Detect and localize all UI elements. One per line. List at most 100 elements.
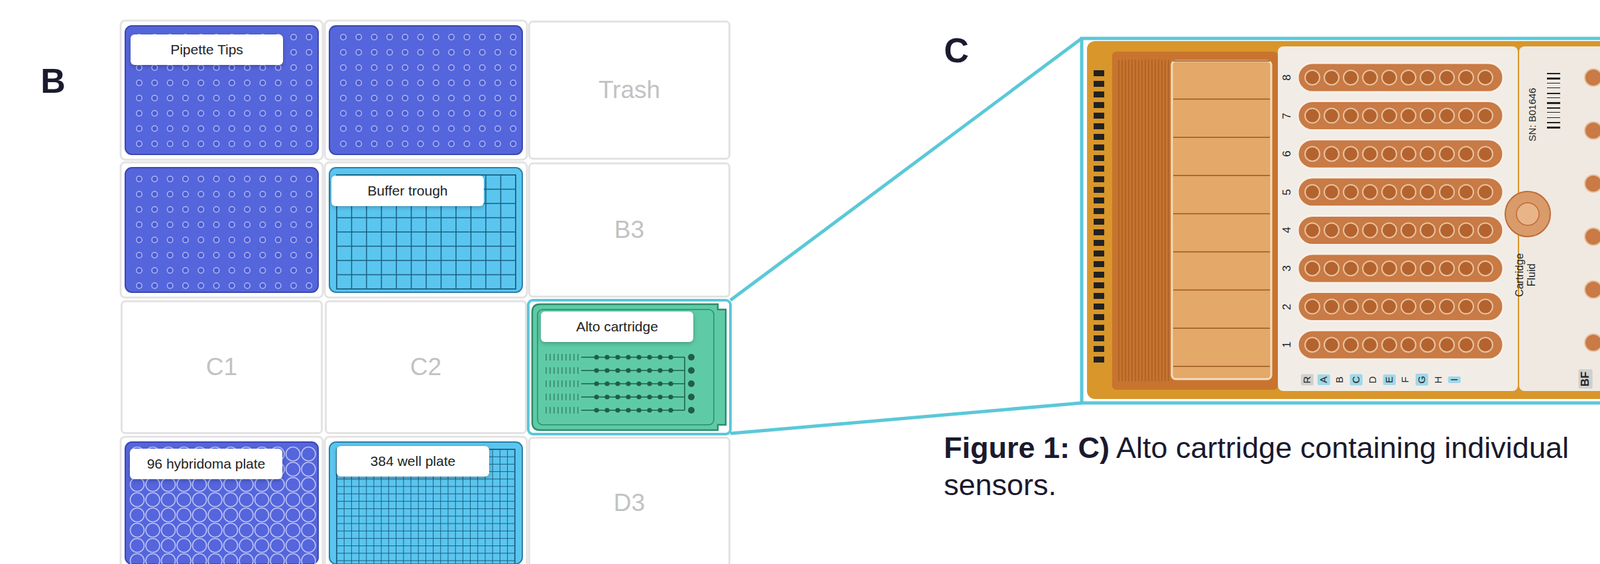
well: [239, 554, 254, 564]
sensor-well: [1439, 222, 1455, 238]
tip-hole: [275, 141, 282, 147]
sensor-well: [1362, 184, 1378, 200]
label-holder: 2: [1281, 303, 1294, 310]
label-holder: 8: [1281, 74, 1294, 81]
sensor-dot: [615, 354, 620, 360]
port-circle: [687, 380, 695, 388]
tip-hole: [182, 206, 189, 213]
tip-hole: [229, 283, 235, 289]
tip-hole: [182, 64, 189, 71]
label-holder: B: [40, 62, 66, 101]
barcode-bar: [1546, 117, 1561, 118]
sensor-dot: [646, 354, 652, 360]
well: [286, 508, 301, 523]
sensor-well: [1420, 222, 1435, 238]
label-holder: E: [1382, 374, 1396, 386]
port-circle: [687, 406, 695, 414]
tip-hole: [259, 64, 266, 71]
sensor-well: [1401, 337, 1416, 352]
edge-well: [1584, 228, 1600, 246]
sensor-well: [1343, 108, 1359, 124]
tip-hole: [229, 191, 235, 197]
well: [255, 508, 270, 523]
label-holder: I: [1448, 376, 1461, 384]
channel-divider: [1173, 213, 1270, 215]
sensor-well: [1343, 222, 1359, 238]
slot-name: B3: [614, 216, 645, 244]
tip-hole: [402, 95, 408, 101]
tip-hole: [479, 64, 486, 71]
sensor-well: [1439, 108, 1455, 124]
tip-hole: [355, 80, 362, 86]
grid-line: [336, 523, 515, 525]
tip-hole: [479, 80, 486, 86]
grid-line: [336, 486, 515, 488]
tip-hole: [182, 95, 189, 101]
tip-hole: [136, 206, 142, 213]
well: [208, 523, 223, 538]
port-label: Cartridge Fluid: [1513, 248, 1538, 302]
grid-line: [336, 515, 515, 517]
well: [208, 538, 223, 553]
channel-comb: [550, 406, 551, 414]
tip-hole: [371, 49, 377, 56]
sensor-well: [1324, 299, 1339, 315]
edge-well: [1584, 68, 1600, 87]
sensor-well: [1305, 108, 1320, 124]
tip-hole: [244, 206, 250, 213]
tip-hole: [151, 110, 158, 116]
column-letter: E: [1382, 374, 1396, 386]
barcode-bar: [1546, 87, 1561, 89]
tip-hole: [463, 34, 470, 40]
tip-hole: [182, 267, 189, 274]
well: [286, 538, 301, 553]
sensor-dot: [657, 367, 663, 373]
panel-letter: C: [943, 31, 970, 70]
tip-hole: [355, 34, 362, 40]
tip-hole: [151, 64, 158, 71]
well: [270, 554, 285, 564]
tip-hole: [340, 34, 346, 40]
tip-hole: [151, 95, 158, 101]
sensor-well: [1401, 299, 1416, 315]
tip-hole: [136, 267, 142, 274]
well: [161, 554, 176, 564]
tip-hole: [229, 176, 235, 182]
slot-name: C1: [206, 353, 238, 382]
label-holder: 6: [1281, 150, 1294, 157]
tip-hole: [198, 191, 204, 197]
barcode-bar: [1546, 72, 1561, 75]
label-holder: Cartridge Fluid: [1513, 248, 1538, 302]
label-holder: F: [1399, 376, 1412, 383]
tip-hole: [355, 125, 362, 132]
label-holder: 5: [1281, 188, 1294, 195]
connector-pin: [1093, 292, 1105, 299]
tip-rack: [125, 167, 319, 293]
tip-hole: [433, 141, 439, 147]
connector-pin: [1093, 155, 1105, 162]
connector-pin: [1093, 303, 1105, 310]
tip-hole: [290, 110, 297, 116]
deck-slot: [120, 162, 323, 298]
sensor-well: [1324, 337, 1339, 352]
tip-hole: [244, 64, 250, 71]
tip-hole: [151, 206, 158, 213]
well-capsule: [1297, 177, 1504, 207]
well: [145, 538, 160, 553]
channel-comb: [577, 367, 579, 374]
tip-hole: [417, 95, 423, 101]
tip-hole: [198, 283, 204, 289]
well: [270, 538, 285, 553]
well: [239, 477, 254, 492]
tip-hole: [198, 141, 204, 147]
labware-plate: Buffer trough: [328, 167, 523, 293]
well: [192, 554, 207, 564]
tip-hole: [136, 191, 142, 197]
sensor-well: [1381, 261, 1397, 276]
deck-slot: [528, 300, 731, 435]
labware-plate: Alto cartridge: [530, 302, 728, 432]
tip-hole: [275, 206, 282, 213]
well: [130, 523, 145, 538]
manifold-line: [684, 357, 686, 411]
connector-pin: [1093, 123, 1105, 130]
